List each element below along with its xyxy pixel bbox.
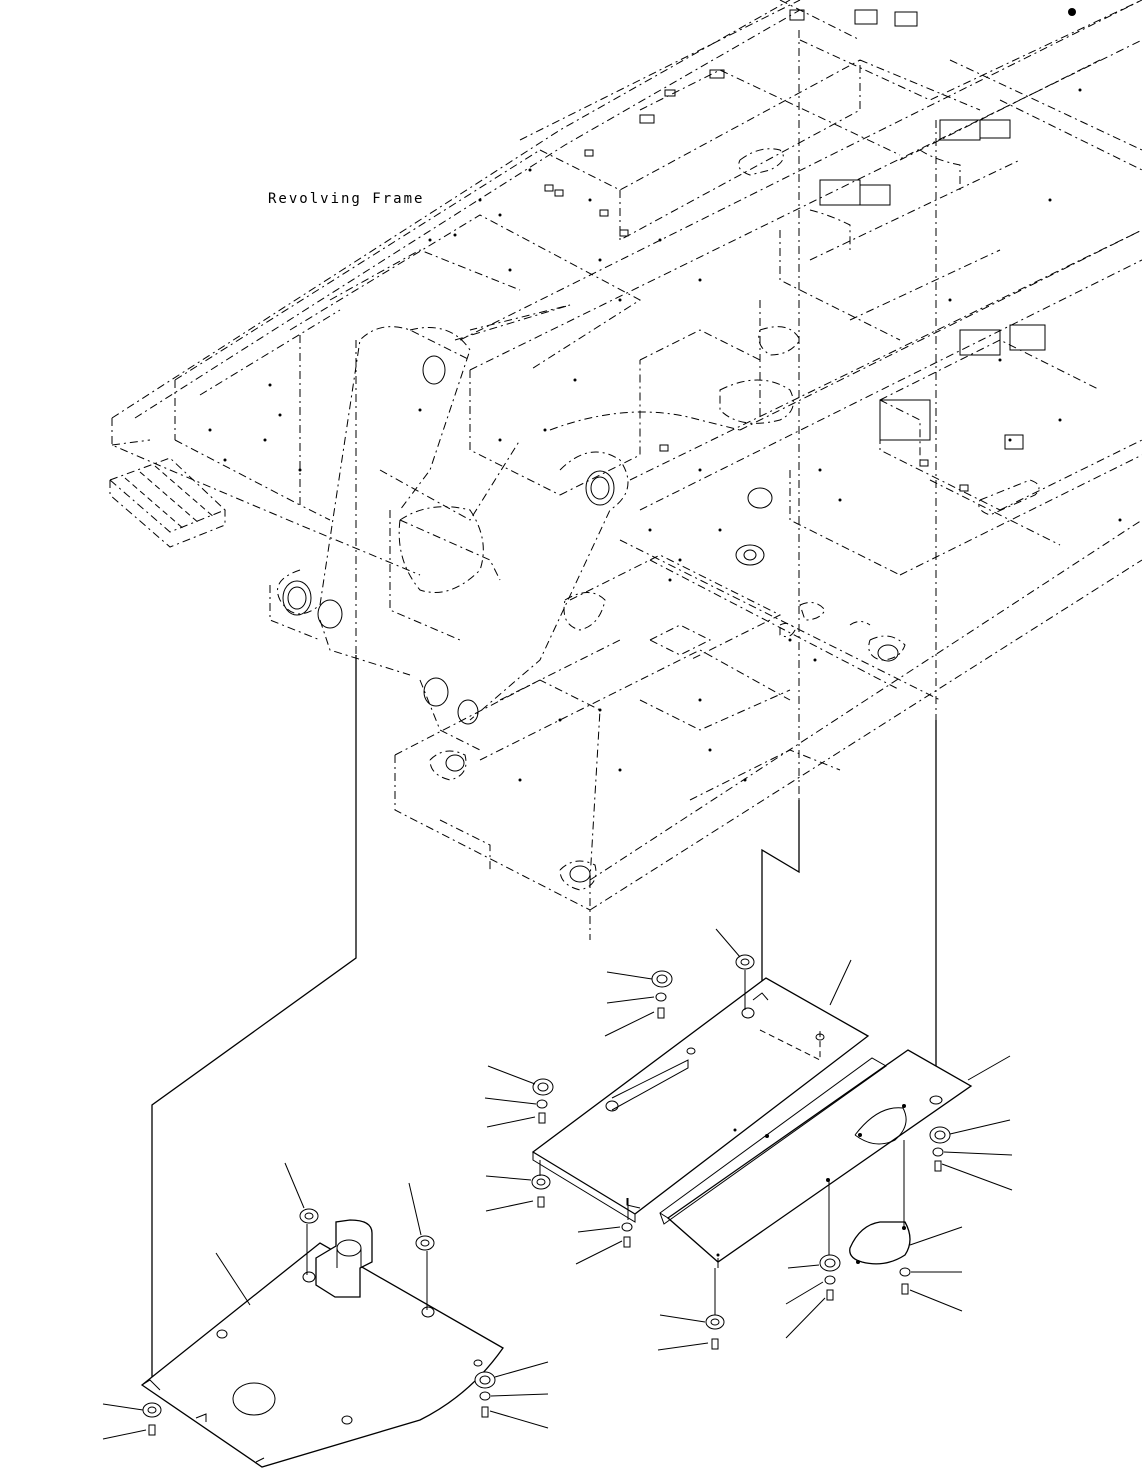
- assembly-lines: [151, 30, 937, 1385]
- lower-cover-plate: [659, 1049, 973, 1268]
- fasteners: [142, 954, 951, 1436]
- bolt-icon: [148, 1007, 942, 1436]
- leader-lines: [102, 928, 1013, 1440]
- washer-icon: [142, 954, 951, 1418]
- upper-cover-plate: [531, 977, 870, 1223]
- lock-washer-icon: [479, 992, 944, 1401]
- revolving-frame-label: Revolving Frame: [268, 191, 424, 207]
- round-cover: [849, 1140, 911, 1265]
- bottom-cover-plate: [140, 1219, 504, 1468]
- revolving-frame: [109, 0, 1142, 940]
